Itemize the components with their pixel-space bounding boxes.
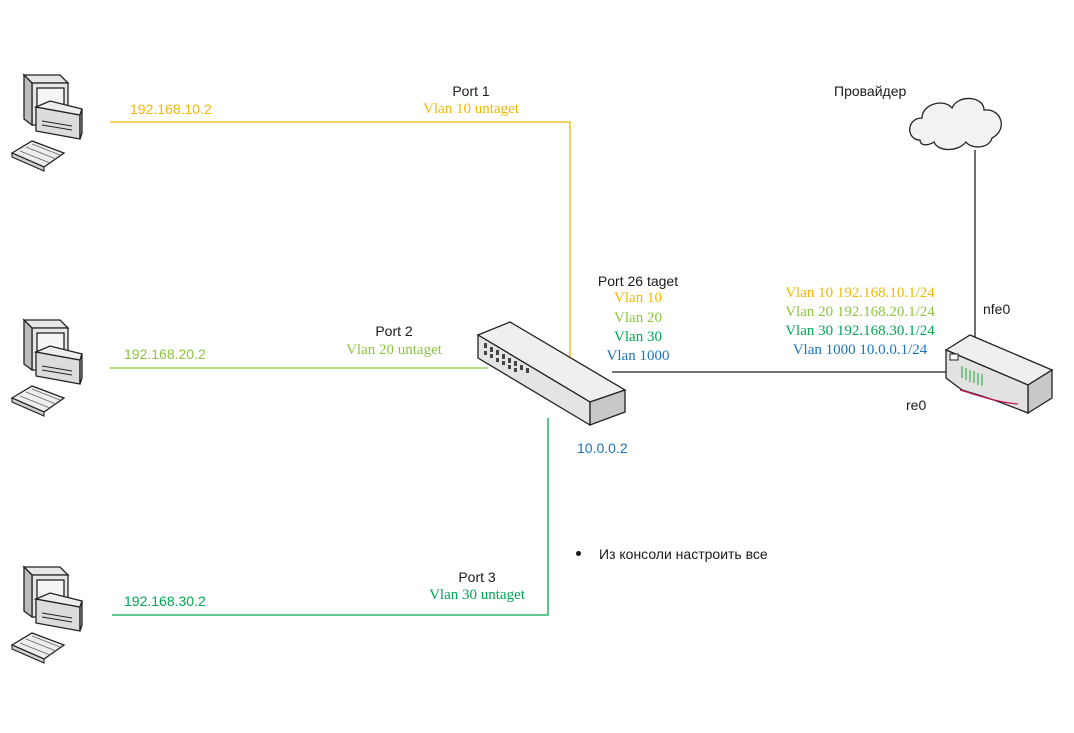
note-text: Из консоли настроить все — [599, 546, 768, 562]
pc-2-icon — [11, 319, 83, 417]
pc-3-icon — [11, 566, 83, 664]
link-port1 — [110, 121, 571, 360]
pc-1-icon — [11, 74, 83, 172]
port-2-name: Port 2 — [375, 323, 413, 339]
port-2-vlan: Vlan 20 untaget — [346, 342, 442, 358]
router-icon — [944, 334, 1054, 415]
switch-ip: 10.0.0.2 — [577, 440, 628, 456]
pc-3-ip: 192.168.30.2 — [124, 593, 206, 609]
port-1-name: Port 1 — [452, 83, 490, 99]
trunk-vlan-1000: Vlan 1000 — [606, 348, 670, 364]
trunk-vlan-10: Vlan 10 — [614, 290, 662, 306]
pc-1-ip: 192.168.10.2 — [130, 101, 212, 117]
provider-label: Провайдер — [834, 83, 907, 99]
port-3-vlan: Vlan 30 untaget — [429, 587, 525, 603]
router-wan-interface: nfe0 — [983, 301, 1011, 317]
note-bullet: Из консоли настроить все — [576, 546, 768, 562]
port-1-vlan: Vlan 10 untaget — [423, 101, 519, 117]
link-port3 — [112, 418, 549, 616]
router-vlan-1000: Vlan 1000 10.0.0.1/24 — [792, 342, 928, 358]
router-vlan-30: Vlan 30 192.168.30.1/24 — [785, 323, 935, 339]
router-vlan-10: Vlan 10 192.168.10.1/24 — [785, 285, 935, 301]
port-3-name: Port 3 — [458, 569, 496, 585]
trunk-port-name: Port 26 taget — [597, 273, 679, 289]
router-vlan-20: Vlan 20 192.168.20.1/24 — [785, 304, 935, 320]
router-lan-interface: re0 — [906, 397, 927, 413]
pc-2-ip: 192.168.20.2 — [124, 346, 206, 362]
cloud-icon — [909, 97, 1002, 151]
bullet-icon — [576, 550, 581, 556]
trunk-vlan-30: Vlan 30 — [614, 329, 662, 345]
switch-icon — [476, 321, 627, 427]
trunk-vlan-20: Vlan 20 — [614, 310, 662, 326]
